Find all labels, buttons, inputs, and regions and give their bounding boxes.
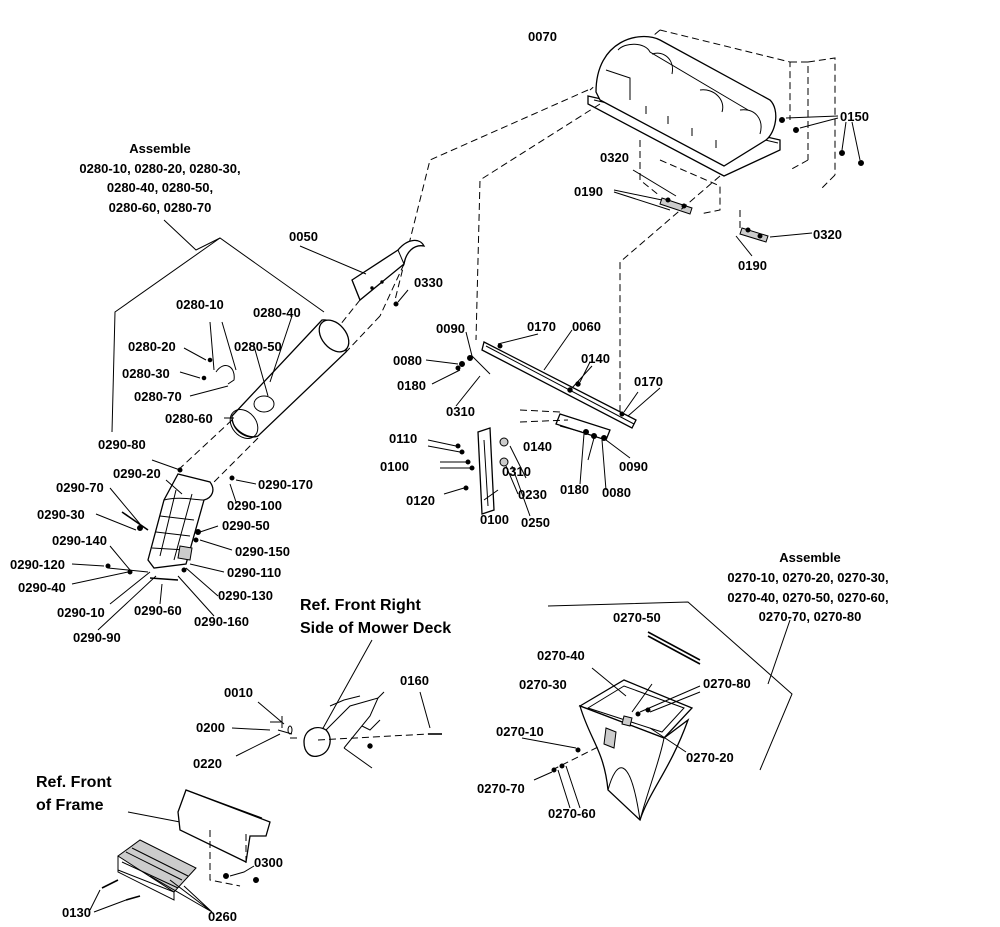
callout-0080: 0080 xyxy=(393,353,422,368)
callout-0290-140: 0290-140 xyxy=(52,533,107,548)
callout-0290-90: 0290-90 xyxy=(73,630,121,645)
callout-0280-10: 0280-10 xyxy=(176,297,224,312)
reference-note-mower-deck: Ref. Front Right Side of Mower Deck xyxy=(300,597,451,637)
callout-0270-20: 0270-20 xyxy=(686,750,734,765)
callout-0290-120: 0290-120 xyxy=(10,557,65,572)
callout-0130: 0130 xyxy=(62,905,91,920)
callout-0290-10: 0290-10 xyxy=(57,605,105,620)
callout-0090: 0090 xyxy=(436,321,465,336)
part-number-callouts: 0070 0150 0320 0190 0320 0190 0050 0330 … xyxy=(10,29,869,924)
callout-0080: 0080 xyxy=(602,485,631,500)
frame-hardware-left xyxy=(425,331,491,407)
assembly-line: 0280-60, 0280-70 xyxy=(109,200,212,215)
callout-0280-50: 0280-50 xyxy=(234,339,282,354)
callout-0170: 0170 xyxy=(634,374,663,389)
callout-0260: 0260 xyxy=(208,909,237,922)
assembly-note-0270: Assemble 0270-10, 0270-20, 0270-30, 0270… xyxy=(727,550,888,624)
callout-0140: 0140 xyxy=(581,351,610,366)
callout-0310: 0310 xyxy=(446,404,475,419)
callout-0270-60: 0270-60 xyxy=(548,806,596,821)
callout-0320: 0320 xyxy=(813,227,842,242)
callout-0290-30: 0290-30 xyxy=(37,507,85,522)
callout-0100: 0100 xyxy=(480,512,509,527)
callout-0200: 0200 xyxy=(196,720,225,735)
cover-part-0070 xyxy=(587,29,836,191)
callout-0290-160: 0290-160 xyxy=(194,614,249,629)
callout-0280-40: 0280-40 xyxy=(253,305,301,320)
assembly-line: 0270-70, 0270-80 xyxy=(759,609,862,624)
reference-note-frame: Ref. Front of Frame xyxy=(36,774,112,814)
callout-0180: 0180 xyxy=(560,482,589,497)
callout-0310: 0310 xyxy=(502,464,531,479)
callout-0050: 0050 xyxy=(289,229,318,244)
callout-0290-130: 0290-130 xyxy=(218,588,273,603)
chute-part-0050 xyxy=(299,239,426,331)
frame-reference xyxy=(89,789,271,913)
callout-0320: 0320 xyxy=(600,150,629,165)
callout-0090: 0090 xyxy=(619,459,648,474)
assembly-heading: Assemble xyxy=(129,141,190,156)
callout-0180: 0180 xyxy=(397,378,426,393)
assembly-line: 0280-40, 0280-50, xyxy=(107,180,213,195)
reference-line: Ref. Front xyxy=(36,774,112,791)
callout-0290-60: 0290-60 xyxy=(134,603,182,618)
callout-0220: 0220 xyxy=(193,756,222,771)
callout-0290-80: 0290-80 xyxy=(98,437,146,452)
callout-0190: 0190 xyxy=(574,184,603,199)
reference-line: Side of Mower Deck xyxy=(300,620,451,637)
callout-0110: 0110 xyxy=(389,431,417,446)
callout-0290-20: 0290-20 xyxy=(113,466,161,481)
callout-0300: 0300 xyxy=(254,855,283,870)
callout-0270-30: 0270-30 xyxy=(519,677,567,692)
callout-0270-10: 0270-10 xyxy=(496,724,544,739)
callout-0280-70: 0280-70 xyxy=(134,389,182,404)
tube-assembly-0280 xyxy=(111,219,381,439)
callout-0140: 0140 xyxy=(523,439,552,454)
hinge-0320-upper xyxy=(613,140,721,215)
deflector-assembly-0290 xyxy=(71,419,259,631)
callout-0280-60: 0280-60 xyxy=(165,411,213,426)
callout-0190: 0190 xyxy=(738,258,767,273)
callout-0290-40: 0290-40 xyxy=(18,580,66,595)
callout-0160: 0160 xyxy=(400,673,429,688)
basket-assembly-0270 xyxy=(521,601,793,822)
reference-line: Ref. Front Right xyxy=(300,597,422,614)
callout-0120: 0120 xyxy=(406,493,435,508)
callout-0280-30: 0280-30 xyxy=(122,366,170,381)
assembly-line: 0280-10, 0280-20, 0280-30, xyxy=(79,161,240,176)
assembly-heading: Assemble xyxy=(779,550,840,565)
callout-0270-70: 0270-70 xyxy=(477,781,525,796)
callout-0270-40: 0270-40 xyxy=(537,648,585,663)
callout-0290-150: 0290-150 xyxy=(235,544,290,559)
callout-0230: 0230 xyxy=(518,487,547,502)
hinge-0320-lower xyxy=(735,210,813,257)
callout-0170: 0170 xyxy=(527,319,556,334)
callout-0290-100: 0290-100 xyxy=(227,498,282,513)
callout-0290-70: 0290-70 xyxy=(56,480,104,495)
callout-0250: 0250 xyxy=(521,515,550,530)
callout-0100: 0100 xyxy=(380,459,409,474)
callout-0290-170: 0290-170 xyxy=(258,477,313,492)
callout-0290-110: 0290-110 xyxy=(227,565,281,580)
frame-hardware-right xyxy=(559,425,631,491)
callout-0330: 0330 xyxy=(414,275,443,290)
fasteners-0150 xyxy=(779,115,864,166)
callout-0290-50: 0290-50 xyxy=(222,518,270,533)
callout-0150: 0150 xyxy=(840,109,869,124)
assembly-note-0280: Assemble 0280-10, 0280-20, 0280-30, 0280… xyxy=(79,141,240,215)
callout-0270-50: 0270-50 xyxy=(613,610,661,625)
reference-line: of Frame xyxy=(36,797,104,814)
callout-0010: 0010 xyxy=(224,685,253,700)
assembly-line: 0270-10, 0270-20, 0270-30, xyxy=(727,570,888,585)
mower-deck-reference xyxy=(231,639,442,769)
bolts-0140-upper xyxy=(567,361,593,393)
callout-0070: 0070 xyxy=(528,29,557,44)
callout-0270-80: 0270-80 xyxy=(703,676,751,691)
bracket-assembly xyxy=(427,409,569,517)
callout-0060: 0060 xyxy=(572,319,601,334)
callout-0280-20: 0280-20 xyxy=(128,339,176,354)
assembly-line: 0270-40, 0270-50, 0270-60, xyxy=(727,590,888,605)
